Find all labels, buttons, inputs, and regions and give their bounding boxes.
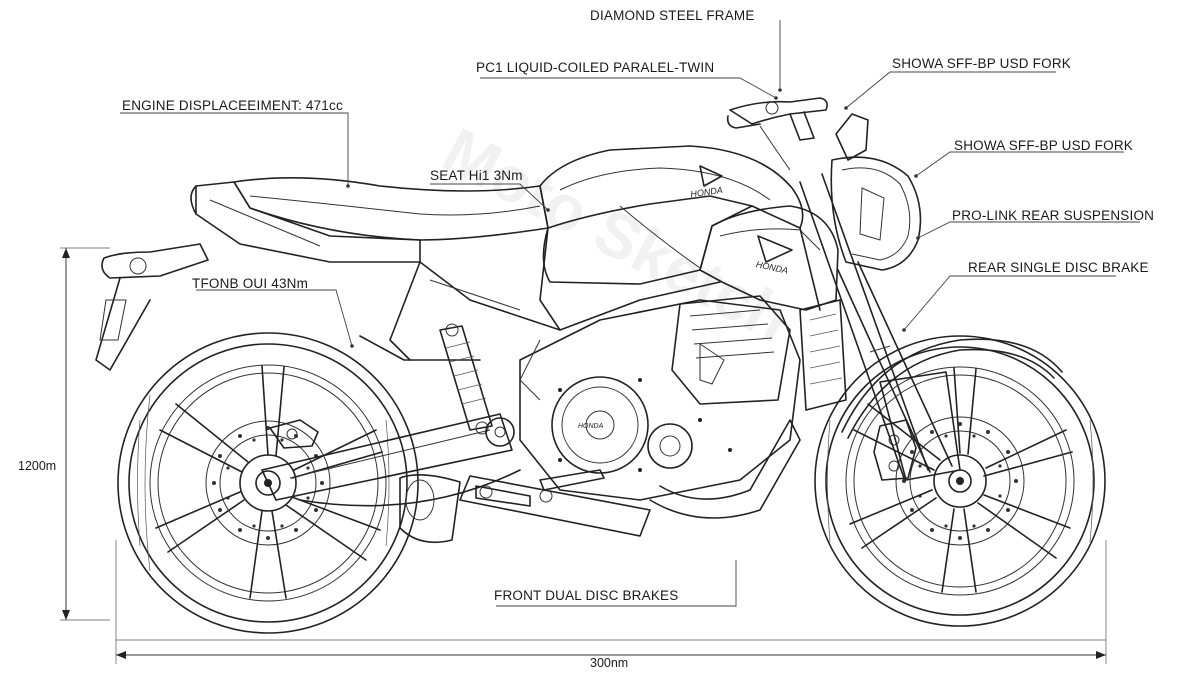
- label-displacement: ENGINE DISPLACEEIMENT: 471cc: [122, 98, 343, 113]
- callout-leaders: [120, 20, 1140, 607]
- engine-badge: HONDA: [578, 423, 604, 430]
- engine: HONDA: [519, 295, 801, 501]
- frame: [359, 227, 821, 361]
- radiator: [799, 299, 847, 411]
- fuel-tank: HONDA: [539, 145, 804, 285]
- handlebar: [726, 97, 828, 171]
- label-frame: DIAMOND STEEL FRAME: [590, 8, 755, 23]
- label-rear-brake: REAR SINGLE DISC BRAKE: [968, 260, 1149, 275]
- label-engine: PC1 LIQUID-COILED PARALEL-TWIN: [476, 60, 714, 75]
- height-dimension: 1200m: [18, 247, 110, 621]
- label-torque: TFONB OUI 43Nm: [192, 276, 308, 291]
- headlight: [830, 113, 922, 271]
- label-fork-mid: SHOWA SFF-BP USD FORK: [954, 138, 1133, 153]
- rear-shock: [439, 323, 493, 435]
- callout-labels: DIAMOND STEEL FRAME PC1 LIQUID-COILED PA…: [122, 8, 1154, 603]
- length-label: 300nm: [590, 656, 628, 670]
- length-dimension: 300nm: [115, 540, 1107, 670]
- height-label: 1200m: [18, 459, 56, 473]
- rear-wheel: [117, 332, 419, 634]
- label-fork-top: SHOWA SFF-BP USD FORK: [892, 56, 1071, 71]
- tank-logo: HONDA: [690, 185, 724, 199]
- tail-section: [95, 181, 421, 371]
- label-seat: SEAT Hi1 3Nm: [430, 168, 523, 183]
- front-fork: [799, 173, 961, 481]
- footpegs: [475, 469, 605, 507]
- label-front-brakes: FRONT DUAL DISC BRAKES: [494, 588, 678, 603]
- label-suspension: PRO-LINK REAR SUSPENSION: [952, 208, 1154, 223]
- front-wheel: [814, 335, 1106, 627]
- exhaust: [399, 419, 801, 544]
